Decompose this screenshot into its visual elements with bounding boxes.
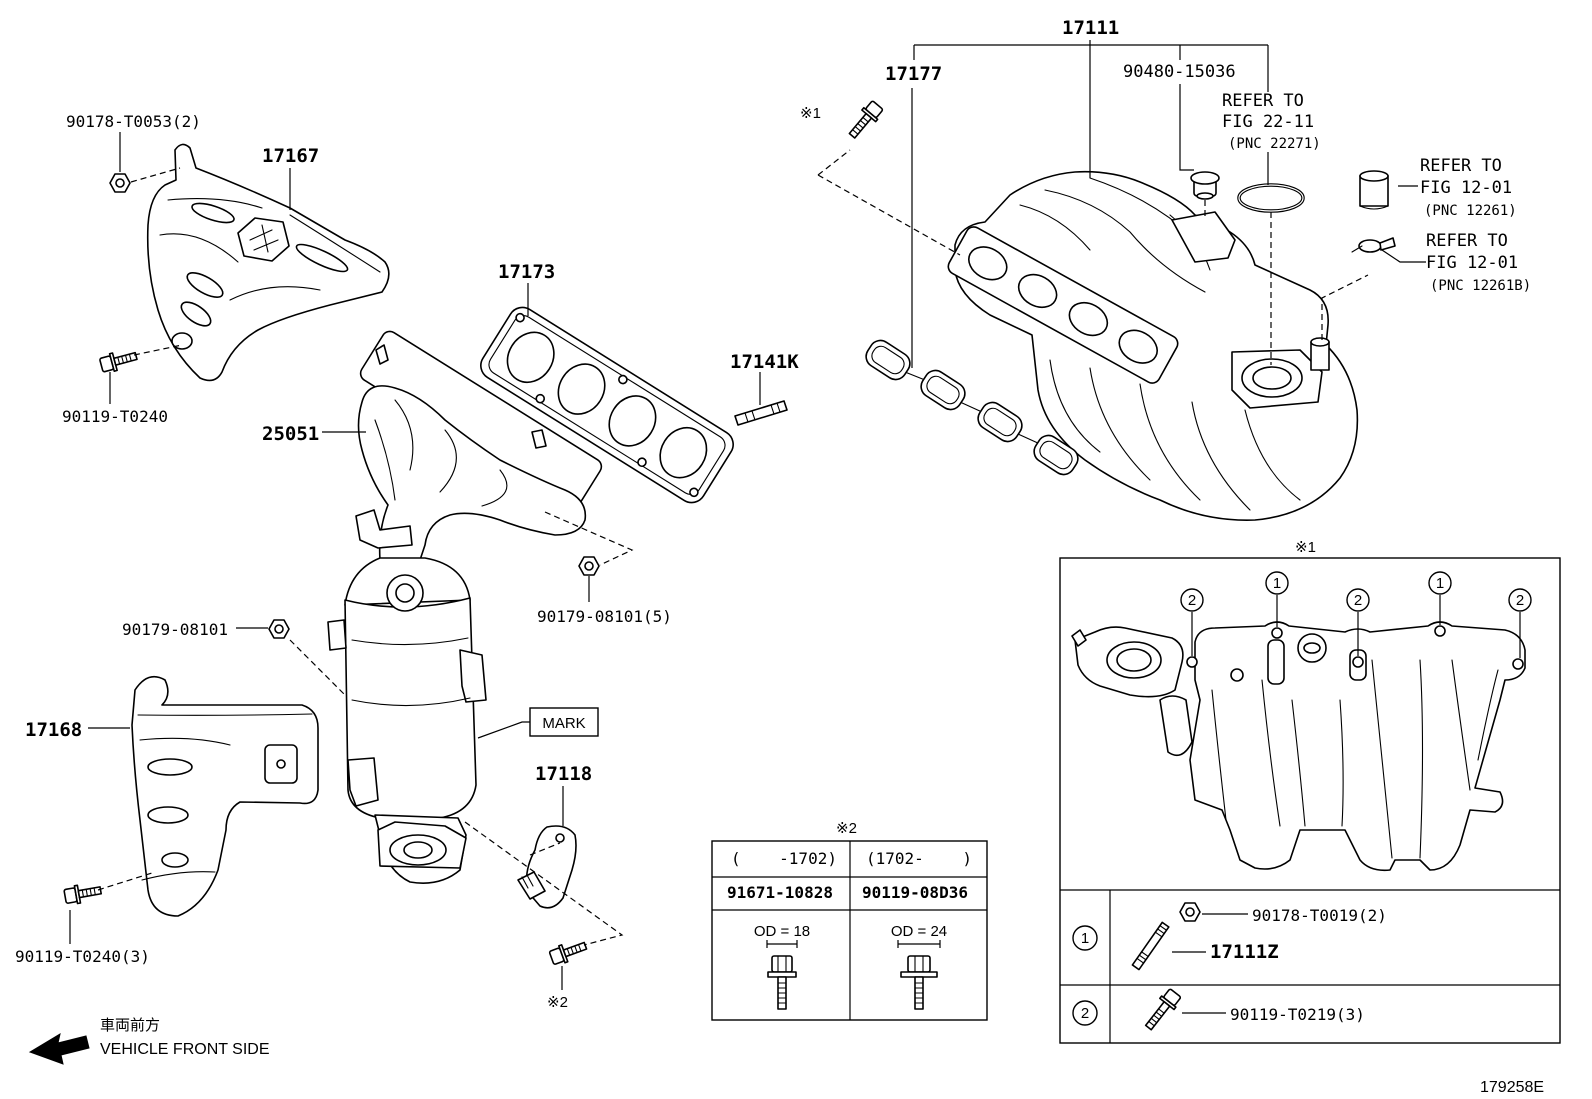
label-nut-converter: 90179-08101 xyxy=(122,620,228,639)
leader-lines xyxy=(69,40,1426,990)
figure-code: 179258E xyxy=(1480,1079,1544,1096)
label-stud-bolt: 17141K xyxy=(730,351,799,373)
note2-col2-range: (1702- ) xyxy=(866,849,972,868)
bolt-insulator-lower xyxy=(63,884,102,905)
position-marker: 1 xyxy=(1428,571,1452,595)
label-refer-hose-line1: REFER TO xyxy=(1420,156,1502,176)
label-exhaust-manifold-gasket: 17173 xyxy=(498,261,555,283)
inset-intake-manifold xyxy=(1071,621,1526,872)
bolt-insulator-upper xyxy=(99,351,138,373)
row2-bolt xyxy=(1144,988,1182,1031)
vent-fitting xyxy=(1351,237,1396,253)
label-refer-vent-line3: (PNC 12261B) xyxy=(1430,278,1531,294)
row2-marker-label: 2 xyxy=(1081,1005,1089,1022)
intake-manifold xyxy=(947,170,1359,521)
label-heat-insulator-upper: 17167 xyxy=(262,145,319,167)
bolt-od18-icon xyxy=(767,955,797,1010)
position-marker: 2 xyxy=(1180,588,1204,612)
throttle-flange xyxy=(1231,349,1323,409)
heat-insulator-upper xyxy=(146,143,390,382)
exhaust-manifold-gasket xyxy=(480,306,734,504)
row1-nut-label: 90178-T0019(2) xyxy=(1252,906,1387,925)
row1-bolt-label: 17111Z xyxy=(1210,941,1279,963)
nut-manifold xyxy=(578,556,600,576)
position-marker: 2 xyxy=(1346,588,1370,612)
label-intake-manifold: 17111 xyxy=(1062,17,1119,39)
note2-col1-part-no: 91671-10828 xyxy=(727,883,833,902)
bracket xyxy=(517,825,577,909)
note1-inset: ※1 2 1 xyxy=(1059,539,1561,1044)
plug xyxy=(1190,171,1220,200)
label-plug: 90480-15036 xyxy=(1123,62,1236,82)
label-intake-manifold-gasket: 17177 xyxy=(885,63,942,85)
row1-stud-bolt xyxy=(1131,921,1170,971)
label-refer-oring-line2: FIG 22-11 xyxy=(1222,112,1314,132)
mark-box: MARK xyxy=(529,707,599,737)
vehicle-front-arrow-icon xyxy=(28,1032,90,1065)
position-marker-label: 1 xyxy=(1273,575,1281,592)
bolt-note1 xyxy=(848,100,884,139)
label-refer-vent-line1: REFER TO xyxy=(1426,231,1508,251)
nut-insulator-upper xyxy=(109,173,131,193)
o-ring xyxy=(1237,183,1305,213)
label-refer-hose-line3: (PNC 12261) xyxy=(1424,203,1517,219)
label-nut-manifold: 90179-08101(5) xyxy=(537,607,672,626)
row1-marker-label: 1 xyxy=(1081,930,1089,947)
note2-table-title: ※2 xyxy=(836,820,857,837)
row1-nut xyxy=(1179,902,1201,922)
position-marker-label: 2 xyxy=(1516,592,1524,609)
position-marker-label: 2 xyxy=(1188,592,1196,609)
bolt-note2 xyxy=(548,941,588,965)
label-refer-vent-line2: FIG 12-01 xyxy=(1426,253,1518,273)
note1-inset-title: ※1 xyxy=(1295,539,1316,556)
intake-manifold-gasket xyxy=(865,339,1079,476)
position-marker: 1 xyxy=(1265,571,1289,595)
bolt-od24-icon xyxy=(900,955,938,1010)
nut-converter xyxy=(268,619,290,639)
intake-manifold-flange xyxy=(947,226,1179,384)
position-marker: 2 xyxy=(1508,588,1532,612)
position-marker-label: 1 xyxy=(1436,575,1444,592)
insulator-emblem xyxy=(237,217,290,262)
note2-col2-od: OD = 24 xyxy=(891,923,947,940)
label-exhaust-manifold: 25051 xyxy=(262,423,319,445)
hose xyxy=(1359,170,1389,210)
label-refer-oring-line1: REFER TO xyxy=(1222,91,1304,111)
label-note2-bolt: ※2 xyxy=(547,994,568,1011)
label-refer-hose-line2: FIG 12-01 xyxy=(1420,178,1512,198)
row2-marker: 2 xyxy=(1072,1000,1098,1026)
position-marker-label: 2 xyxy=(1354,592,1362,609)
exhaust-manifold xyxy=(327,330,603,884)
heat-insulator-lower xyxy=(131,675,319,917)
label-note1-bolt: ※1 xyxy=(800,105,821,122)
label-front-ja: 車両前方 xyxy=(100,1017,160,1034)
label-mark: MARK xyxy=(542,715,585,732)
note2-col2-part-no: 90119-08D36 xyxy=(862,883,968,902)
row1-marker: 1 xyxy=(1072,925,1098,951)
label-bracket: 17118 xyxy=(535,763,592,785)
label-nut-insulator: 90178-T0053(2) xyxy=(66,112,201,131)
label-bolt-insulator-lower: 90119-T0240(3) xyxy=(15,947,150,966)
note2-table: ※2 ( -1702) (1702- ) 91671-10828 90119-0… xyxy=(711,820,988,1021)
note2-col1-od: OD = 18 xyxy=(754,923,810,940)
vacuum-pipe xyxy=(1310,337,1330,371)
label-refer-oring-line3: (PNC 22271) xyxy=(1228,136,1321,152)
label-front-en: VEHICLE FRONT SIDE xyxy=(100,1041,270,1058)
row2-bolt-label: 90119-T0219(3) xyxy=(1230,1005,1365,1024)
label-heat-insulator-lower: 17168 xyxy=(25,719,82,741)
stud-bolt xyxy=(734,400,788,426)
note2-col1-range: ( -1702) xyxy=(731,849,837,868)
label-bolt-insulator-upper: 90119-T0240 xyxy=(62,407,168,426)
